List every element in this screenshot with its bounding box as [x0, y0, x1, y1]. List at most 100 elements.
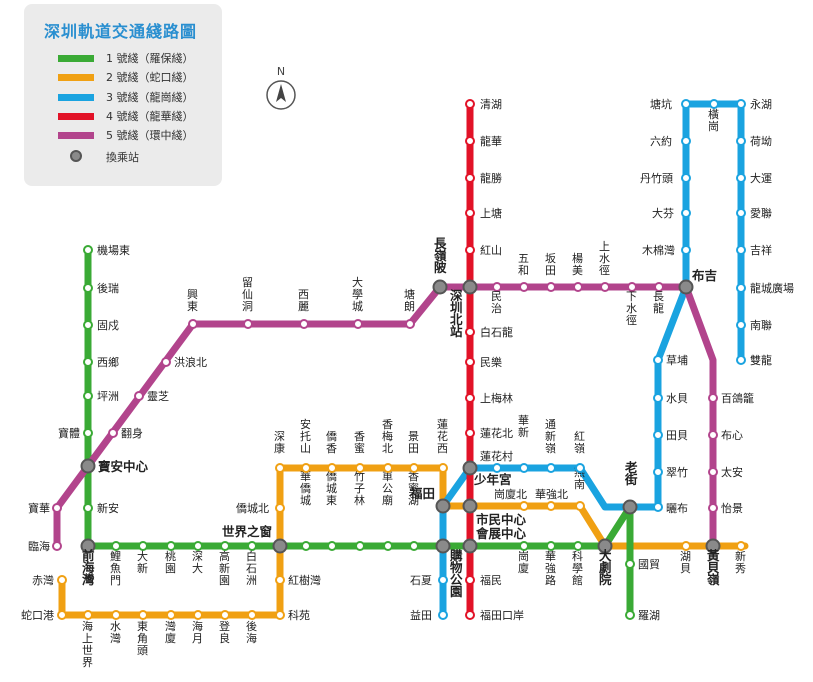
- station-henggang[interactable]: [709, 99, 719, 109]
- station-shangmeilin[interactable]: [465, 393, 475, 403]
- station-taoyuan[interactable]: [166, 541, 176, 551]
- station-hongshan[interactable]: [465, 245, 475, 255]
- station-xinxiu[interactable]: [736, 541, 746, 551]
- station-shuiwan[interactable]: [111, 610, 121, 620]
- station-xingdong[interactable]: [188, 319, 198, 329]
- station-dengliang[interactable]: [220, 610, 230, 620]
- station-dongjiaotou[interactable]: [138, 610, 148, 620]
- station-ailian[interactable]: [736, 208, 746, 218]
- station-chiwan[interactable]: [57, 575, 67, 585]
- station-gushu[interactable]: [83, 320, 93, 330]
- station-keyuan[interactable]: [275, 610, 285, 620]
- transfer-station-dajuyuan[interactable]: [597, 538, 613, 554]
- station-huaqiaocheng[interactable]: [301, 541, 311, 551]
- station-xinan[interactable]: [83, 503, 93, 513]
- station-yitian[interactable]: [438, 610, 448, 620]
- station-lianhuaxi[interactable]: [438, 463, 448, 473]
- station-wuhe[interactable]: [519, 282, 529, 292]
- station-haishangshijie[interactable]: [83, 610, 93, 620]
- station-tanglang[interactable]: [405, 319, 415, 329]
- station-hekan[interactable]: [736, 136, 746, 146]
- station-tongxinling[interactable]: [546, 463, 556, 473]
- station-kexueguan[interactable]: [573, 541, 583, 551]
- station-liuyue[interactable]: [681, 136, 691, 146]
- station-qiaoxiang[interactable]: [327, 463, 337, 473]
- station-daxuecheng[interactable]: [353, 319, 363, 329]
- station-huaxin[interactable]: [519, 463, 529, 473]
- station-wanxia[interactable]: [166, 610, 176, 620]
- station-qinghu[interactable]: [465, 99, 475, 109]
- station-gangxia[interactable]: [519, 541, 529, 551]
- transfer-station-shiminzhongxin[interactable]: [462, 498, 478, 514]
- station-yangmei[interactable]: [573, 282, 583, 292]
- station-lingzhi[interactable]: [134, 391, 144, 401]
- station-longchengguangchang[interactable]: [736, 283, 746, 293]
- station-shuanglong[interactable]: [736, 355, 746, 365]
- station-fanshen[interactable]: [108, 428, 118, 438]
- station-jichangdong[interactable]: [83, 245, 93, 255]
- station-zhuzilin[interactable]: [355, 541, 365, 551]
- station-gangxiabei[interactable]: [519, 501, 529, 511]
- station-fumin[interactable]: [465, 575, 475, 585]
- station-shixia[interactable]: [438, 575, 448, 585]
- station-bantian[interactable]: [546, 282, 556, 292]
- station-dafen[interactable]: [681, 208, 691, 218]
- station-xili[interactable]: [299, 319, 309, 329]
- station-longsheng[interactable]: [465, 173, 475, 183]
- station-huaqianglu[interactable]: [546, 541, 556, 551]
- station-shenda[interactable]: [193, 541, 203, 551]
- station-xiangmi[interactable]: [355, 463, 365, 473]
- transfer-station-futian[interactable]: [435, 498, 451, 514]
- station-tianbei[interactable]: [653, 430, 663, 440]
- station-baigelong[interactable]: [708, 393, 718, 403]
- transfer-station-baoan_center[interactable]: [80, 458, 96, 474]
- station-hongling[interactable]: [575, 463, 585, 473]
- station-cuizhu[interactable]: [653, 467, 663, 477]
- transfer-station-changlingpi[interactable]: [432, 279, 448, 295]
- station-shuibei[interactable]: [653, 393, 663, 403]
- station-shekougang[interactable]: [57, 610, 67, 620]
- transfer-station-window_world[interactable]: [272, 538, 288, 554]
- station-xiashuijing[interactable]: [627, 282, 637, 292]
- station-guomao[interactable]: [625, 559, 635, 569]
- station-shenkang[interactable]: [275, 463, 285, 473]
- station-linhai[interactable]: [52, 541, 62, 551]
- station-longhua[interactable]: [465, 136, 475, 146]
- station-changlong[interactable]: [654, 282, 664, 292]
- station-minle[interactable]: [465, 357, 475, 367]
- station-nanlian[interactable]: [736, 320, 746, 330]
- station-shaibu[interactable]: [653, 502, 663, 512]
- station-qiaochengbei[interactable]: [275, 503, 285, 513]
- transfer-station-buji[interactable]: [678, 279, 694, 295]
- station-yonghu[interactable]: [736, 99, 746, 109]
- station-gaoxinyuan[interactable]: [220, 541, 230, 551]
- transfer-station-gouwugongyuan[interactable]: [435, 538, 451, 554]
- station-baishilong[interactable]: [465, 327, 475, 337]
- station-taian[interactable]: [708, 467, 718, 477]
- station-anktuoshan[interactable]: [301, 463, 311, 473]
- transfer-station-qianhaiwan[interactable]: [80, 538, 96, 554]
- station-caopu[interactable]: [653, 355, 663, 365]
- station-hongshuwan[interactable]: [275, 575, 285, 585]
- station-buxin[interactable]: [708, 430, 718, 440]
- station-shangtang[interactable]: [465, 208, 475, 218]
- station-hourui[interactable]: [83, 283, 93, 293]
- station-huaqiangbei[interactable]: [546, 501, 556, 511]
- station-honglangbei[interactable]: [161, 357, 171, 367]
- transfer-station-huangbeiling[interactable]: [705, 538, 721, 554]
- station-luohu[interactable]: [625, 610, 635, 620]
- station-qiaochengdong[interactable]: [327, 541, 337, 551]
- station-liuxiandong[interactable]: [243, 319, 253, 329]
- station-baoti[interactable]: [83, 428, 93, 438]
- station-lianhuacun[interactable]: [492, 463, 502, 473]
- station-shangshuijing[interactable]: [600, 282, 610, 292]
- station-futiankouan[interactable]: [465, 610, 475, 620]
- station-liyumen[interactable]: [111, 541, 121, 551]
- station-houhai[interactable]: [247, 610, 257, 620]
- station-pingzhou[interactable]: [83, 391, 93, 401]
- transfer-station-laojie[interactable]: [622, 499, 638, 515]
- station-yijing[interactable]: [708, 503, 718, 513]
- station-minzhi[interactable]: [492, 282, 502, 292]
- station-dayun[interactable]: [736, 173, 746, 183]
- station-jingtian[interactable]: [409, 463, 419, 473]
